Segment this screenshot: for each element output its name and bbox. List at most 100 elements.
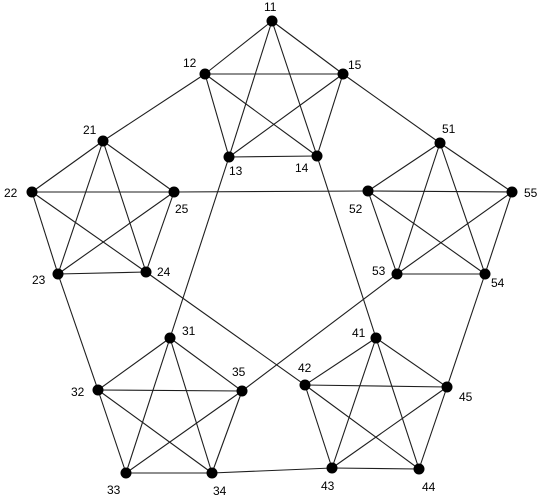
vertex-33 [120, 467, 132, 479]
edge-52-54 [367, 190, 486, 275]
edge-14-41 [316, 155, 377, 339]
edge-32-34 [97, 389, 213, 474]
vertex-34 [206, 467, 218, 479]
edge-42-45 [304, 384, 448, 388]
edge-51-52 [367, 142, 441, 192]
vertex-11 [266, 15, 278, 27]
edge-34-35 [211, 390, 243, 474]
edge-43-45 [331, 386, 448, 469]
edge-32-33 [97, 389, 127, 474]
vertex-21 [97, 135, 109, 147]
vertex-label-23: 23 [32, 273, 46, 287]
vertex-22 [26, 186, 38, 198]
edge-24-25 [145, 191, 175, 273]
edge-33-35 [125, 390, 243, 474]
vertex-13 [223, 151, 235, 163]
edge-31-34 [169, 337, 213, 474]
vertex-label-24: 24 [157, 265, 171, 279]
edge-41-45 [375, 337, 448, 388]
vertex-label-34: 34 [213, 484, 227, 498]
edge-54-45 [446, 273, 486, 388]
edge-21-24 [102, 140, 147, 273]
edge-21-22 [31, 140, 104, 193]
vertex-label-13: 13 [229, 164, 243, 178]
vertex-24 [140, 266, 152, 278]
vertex-label-51: 51 [442, 122, 456, 136]
edge-25-52 [173, 190, 369, 193]
edge-23-25 [57, 191, 175, 275]
vertex-label-53: 53 [372, 264, 386, 278]
edge-11-13 [228, 20, 273, 158]
vertex-label-32: 32 [71, 385, 85, 399]
vertex-42 [299, 379, 311, 391]
edge-22-24 [31, 191, 147, 273]
vertex-label-52: 52 [349, 202, 363, 216]
edge-41-43 [331, 337, 377, 469]
vertex-label-33: 33 [107, 483, 121, 497]
vertex-label-43: 43 [321, 479, 335, 493]
edge-31-32 [97, 337, 171, 391]
vertex-label-12: 12 [183, 56, 197, 70]
vertex-label-44: 44 [422, 480, 436, 494]
vertex-35 [236, 385, 248, 397]
edge-54-55 [484, 191, 513, 275]
edge-52-53 [367, 190, 398, 275]
edge-41-42 [304, 337, 377, 386]
edge-51-53 [396, 142, 441, 275]
vertex-25 [168, 186, 180, 198]
vertex-31 [164, 332, 176, 344]
edge-12-13 [204, 73, 230, 158]
edge-51-54 [439, 142, 486, 275]
vertex-label-21: 21 [83, 123, 97, 137]
vertex-15 [337, 68, 349, 80]
edge-13-31 [169, 156, 230, 339]
edge-13-15 [228, 73, 344, 158]
edge-53-55 [396, 191, 513, 275]
edge-42-44 [304, 384, 420, 470]
vertex-51 [434, 137, 446, 149]
edge-53-35 [241, 273, 398, 392]
edge-22-23 [31, 191, 59, 275]
edge-21-23 [57, 140, 104, 275]
vertex-41 [370, 332, 382, 344]
edge-41-44 [375, 337, 420, 470]
edge-12-21 [102, 73, 206, 142]
edge-23-24 [57, 271, 147, 275]
vertex-label-11: 11 [264, 0, 277, 14]
edge-15-51 [342, 73, 441, 144]
edge-24-42 [145, 271, 306, 386]
vertex-label-15: 15 [348, 58, 362, 72]
edge-51-55 [439, 142, 513, 193]
edge-layer [31, 20, 513, 474]
edge-31-33 [125, 337, 171, 474]
edge-21-25 [102, 140, 175, 193]
vertex-53 [391, 268, 403, 280]
edge-44-45 [418, 386, 448, 470]
vertex-14 [311, 150, 323, 162]
edge-42-43 [304, 384, 333, 469]
edge-11-14 [271, 20, 318, 157]
edge-23-32 [57, 273, 99, 391]
edge-31-35 [169, 337, 243, 392]
vertex-label-31: 31 [182, 324, 196, 338]
edge-11-15 [271, 20, 344, 75]
vertex-label-35: 35 [232, 365, 246, 379]
vertex-32 [92, 384, 104, 396]
vertex-23 [52, 268, 64, 280]
vertex-54 [479, 268, 491, 280]
vertex-label-41: 41 [352, 326, 366, 340]
vertex-43 [326, 462, 338, 474]
edge-52-55 [367, 190, 513, 193]
vertex-label-22: 22 [4, 186, 18, 200]
vertex-12 [199, 68, 211, 80]
vertex-52 [362, 185, 374, 197]
vertex-label-55: 55 [524, 186, 538, 200]
vertex-44 [413, 463, 425, 475]
vertex-55 [506, 186, 518, 198]
edge-12-14 [204, 73, 318, 157]
edge-32-35 [97, 389, 243, 392]
edge-14-15 [316, 73, 344, 157]
vertex-label-45: 45 [459, 390, 473, 404]
